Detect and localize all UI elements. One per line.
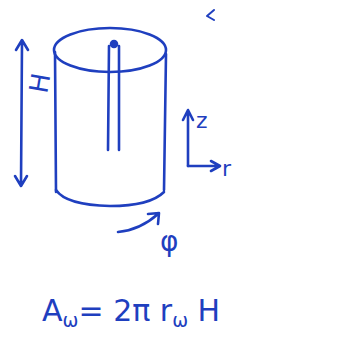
well-bore	[108, 46, 119, 150]
axis-label: z	[196, 110, 208, 132]
height-label: H	[25, 71, 54, 95]
r-axis	[188, 161, 220, 171]
phi-arrow	[118, 213, 159, 232]
cylinder-side	[164, 54, 166, 190]
height-arrow	[15, 40, 28, 186]
cylinder-bottom	[56, 190, 164, 206]
formula-subscript: ω	[63, 311, 79, 330]
area-formula: Aω= 2π rω H	[42, 296, 220, 326]
formula-text: A	[42, 296, 63, 326]
well-dot	[111, 41, 117, 47]
formula-text: = 2π r	[78, 296, 172, 326]
axis-label: r	[222, 158, 231, 180]
stray-mark	[207, 10, 214, 20]
z-axis	[183, 110, 193, 166]
angle-label: φ	[160, 228, 178, 256]
formula-text: H	[188, 296, 220, 326]
formula-subscript: ω	[172, 311, 188, 330]
cylinder-side	[55, 52, 56, 192]
